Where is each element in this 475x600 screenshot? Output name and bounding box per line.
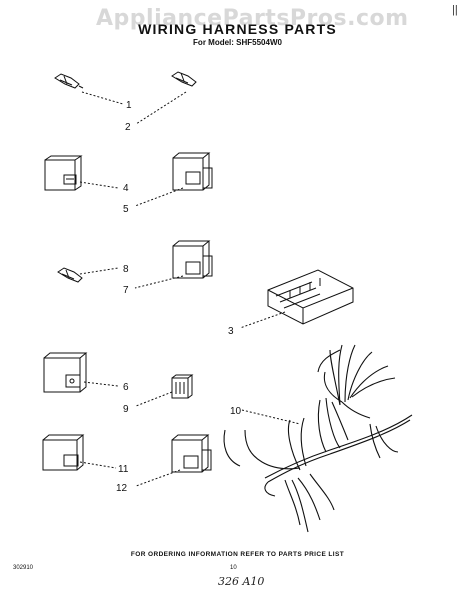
connector-housing-6 <box>43 352 88 393</box>
leader-line-2 <box>135 91 187 125</box>
connector-housing-4 <box>44 155 83 191</box>
callout-5: 5 <box>123 204 129 215</box>
page-subtitle: For Model: SHF5504W0 <box>193 38 282 47</box>
leader-line-5 <box>134 187 184 207</box>
document-code: 302910 <box>13 565 34 571</box>
leader-line-7 <box>134 275 184 289</box>
handwritten-note: 326 A10 <box>218 575 265 588</box>
callout-2: 2 <box>125 122 131 133</box>
terminal-part-2 <box>171 71 197 87</box>
watermark-text: AppliancePartsPros.com <box>96 6 409 31</box>
callout-11: 11 <box>118 464 129 475</box>
leader-line-8 <box>79 267 119 275</box>
callout-1: 1 <box>126 100 132 111</box>
leader-line-9 <box>135 391 173 407</box>
leader-line-10 <box>241 409 301 425</box>
leader-line-1 <box>81 91 124 105</box>
ordering-note: FOR ORDERING INFORMATION REFER TO PARTS … <box>130 551 345 558</box>
corner-mark: || <box>452 4 458 16</box>
leader-line-4 <box>79 181 119 189</box>
callout-12: 12 <box>116 483 128 494</box>
multi-pin-connector-3 <box>267 269 354 325</box>
terminal-part-1 <box>54 73 84 89</box>
wiring-harness-10 <box>223 344 413 533</box>
connector-housing-11 <box>42 434 85 471</box>
leader-line-11 <box>79 461 117 469</box>
leader-line-3 <box>239 311 286 329</box>
leader-line-6 <box>83 381 119 387</box>
connector-housing-7 <box>172 240 213 279</box>
callout-4: 4 <box>123 183 129 194</box>
page-title: WIRING HARNESS PARTS <box>138 21 337 37</box>
small-connector-9 <box>171 374 194 399</box>
connector-housing-5 <box>172 152 213 191</box>
callout-3: 3 <box>228 326 234 337</box>
page-number: 10 <box>230 565 237 571</box>
callout-7: 7 <box>123 285 129 296</box>
callout-10: 10 <box>230 406 242 417</box>
callout-6: 6 <box>123 382 129 393</box>
callout-8: 8 <box>123 264 129 275</box>
terminal-part-8 <box>57 267 83 283</box>
callout-9: 9 <box>123 404 129 415</box>
connector-housing-12 <box>171 434 212 473</box>
